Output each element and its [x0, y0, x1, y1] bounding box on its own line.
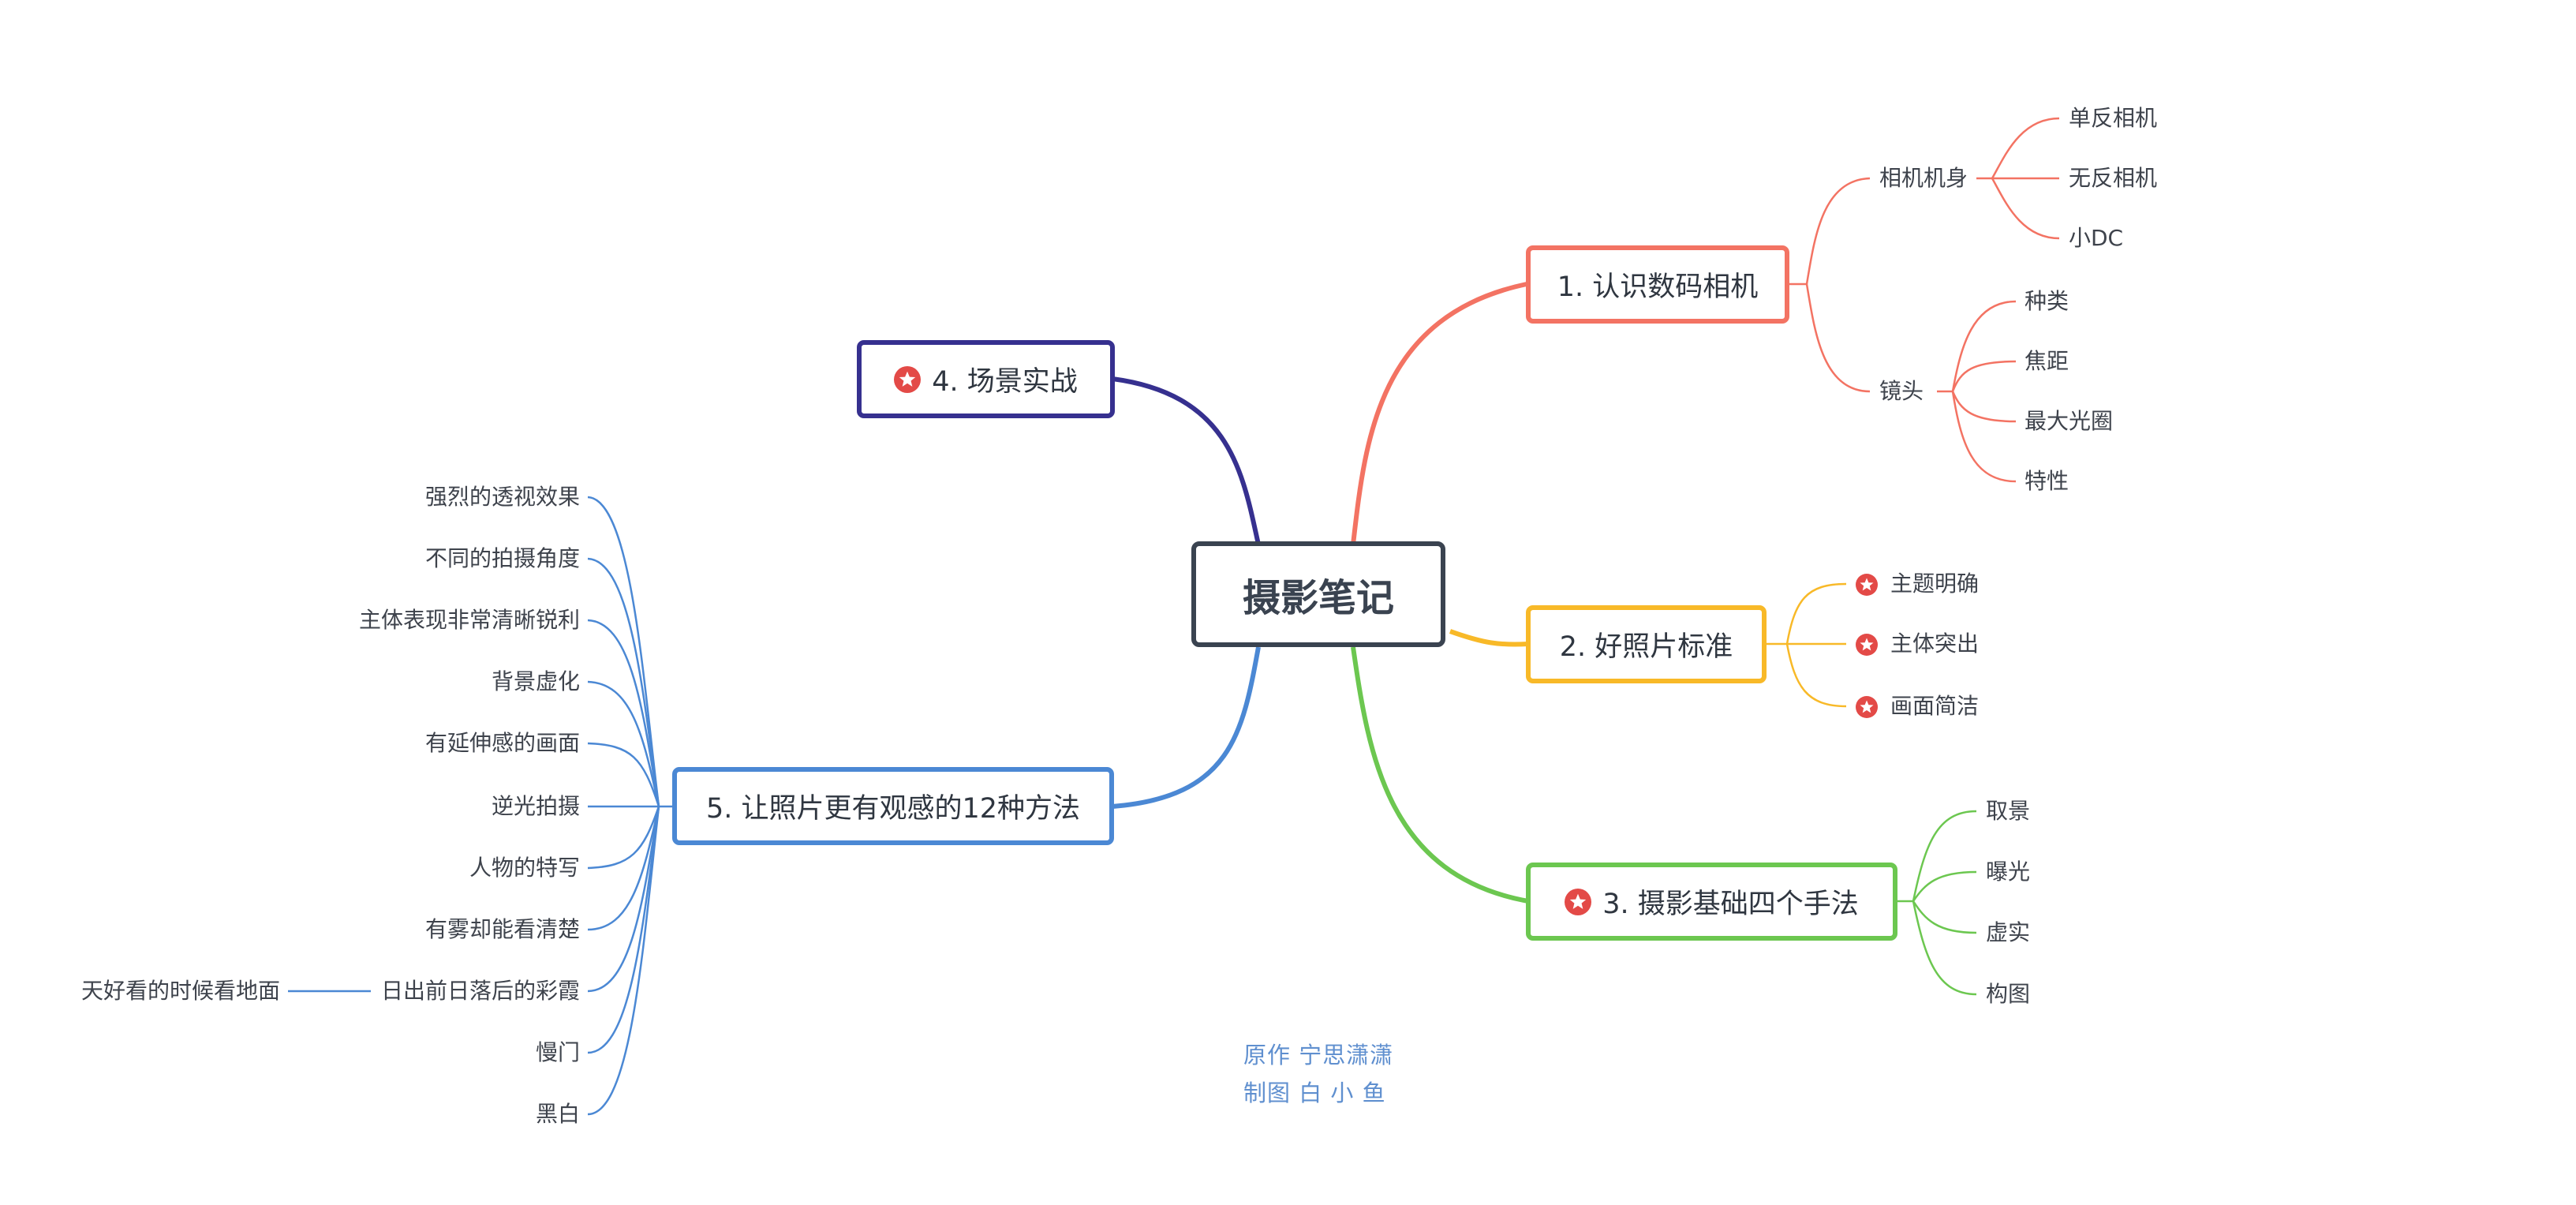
- b5-item-4[interactable]: 背景虚化: [491, 668, 580, 694]
- star-badge-icon: [894, 365, 922, 393]
- b2-item-theme[interactable]: 主题明确: [1856, 571, 1979, 597]
- b1-group-body[interactable]: 相机机身: [1879, 165, 1968, 191]
- b3-item-composition[interactable]: 构图: [1986, 981, 2031, 1007]
- branch-node-2[interactable]: 2. 好照片标准: [1526, 605, 1767, 683]
- b5-item-10[interactable]: 慢门: [535, 1039, 580, 1065]
- b2-item-subject[interactable]: 主体突出: [1856, 631, 1979, 657]
- b5-item-7[interactable]: 人物的特写: [469, 855, 580, 881]
- star-badge-icon: [1856, 634, 1878, 656]
- branch-5-label: 5. 让照片更有观感的12种方法: [705, 793, 1081, 825]
- b1-item-mirrorless[interactable]: 无反相机: [2069, 165, 2158, 191]
- connector-central-b2: [1449, 629, 1529, 647]
- central-topic-label: 摄影笔记: [1242, 576, 1394, 620]
- branch-node-1[interactable]: 1. 认识数码相机: [1526, 245, 1789, 324]
- b5-item-9[interactable]: 日出前日落后的彩霞: [380, 978, 580, 1004]
- branch-node-5[interactable]: 5. 让照片更有观感的12种方法: [672, 767, 1114, 845]
- connector-central-b5: [1112, 646, 1261, 809]
- b3-item-focus[interactable]: 虚实: [1986, 919, 2031, 945]
- branch-node-4[interactable]: 4. 场景实战: [857, 340, 1115, 418]
- star-badge-icon: [1856, 574, 1878, 596]
- credit-original: 原作 宁思潇潇: [1243, 1042, 1394, 1068]
- b5-item-6[interactable]: 逆光拍摄: [491, 793, 580, 819]
- b2-item-subject-label: 主体突出: [1890, 631, 1980, 657]
- branch-3-label: 3. 摄影基础四个手法: [1602, 889, 1859, 920]
- b1-item-aperture[interactable]: 最大光圈: [2025, 408, 2114, 434]
- star-badge-icon: [1856, 696, 1878, 718]
- central-topic[interactable]: 摄影笔记: [1191, 541, 1445, 647]
- b2-item-simple[interactable]: 画面简洁: [1856, 693, 1979, 720]
- connector-central-b4: [1112, 376, 1261, 545]
- b2-item-theme-label: 主题明确: [1890, 571, 1980, 597]
- b5-item-2[interactable]: 不同的拍摄角度: [424, 545, 580, 571]
- b2-item-simple-label: 画面简洁: [1890, 693, 1980, 719]
- branch-4-label: 4. 场景实战: [932, 366, 1078, 398]
- b1-item-trait[interactable]: 特性: [2025, 468, 2069, 494]
- b2-connectors: [1765, 582, 1847, 708]
- branch-node-3[interactable]: 3. 摄影基础四个手法: [1526, 863, 1897, 941]
- b1-group-lens[interactable]: 镜头: [1879, 378, 1924, 404]
- b3-connectors: [1895, 810, 1977, 996]
- b5-item-9-sub[interactable]: 天好看的时候看地面: [80, 978, 280, 1004]
- connector-central-b3: [1351, 646, 1529, 904]
- b5-item-5[interactable]: 有延伸感的画面: [424, 730, 580, 756]
- branch-2-label: 2. 好照片标准: [1559, 631, 1733, 663]
- b3-item-exposure[interactable]: 曝光: [1986, 859, 2031, 885]
- b5-connectors: [288, 496, 675, 1116]
- b1-item-slr[interactable]: 单反相机: [2069, 105, 2158, 131]
- b5-item-11[interactable]: 黑白: [535, 1101, 580, 1127]
- b1-connectors: [1787, 117, 2060, 483]
- b5-item-8[interactable]: 有雾却能看清楚: [424, 916, 580, 942]
- b3-item-framing[interactable]: 取景: [1986, 798, 2031, 824]
- connector-central-b1: [1351, 282, 1527, 545]
- star-badge-icon: [1565, 888, 1592, 915]
- branch-1-label: 1. 认识数码相机: [1557, 271, 1759, 303]
- credit-drawing: 制图 白 小 鱼: [1243, 1080, 1386, 1106]
- b1-item-type[interactable]: 种类: [2025, 288, 2069, 314]
- b5-item-1[interactable]: 强烈的透视效果: [424, 484, 580, 510]
- b1-item-compact[interactable]: 小DC: [2069, 225, 2124, 251]
- b5-item-3[interactable]: 主体表现非常清晰锐利: [358, 607, 580, 633]
- b1-item-focal[interactable]: 焦距: [2025, 348, 2069, 374]
